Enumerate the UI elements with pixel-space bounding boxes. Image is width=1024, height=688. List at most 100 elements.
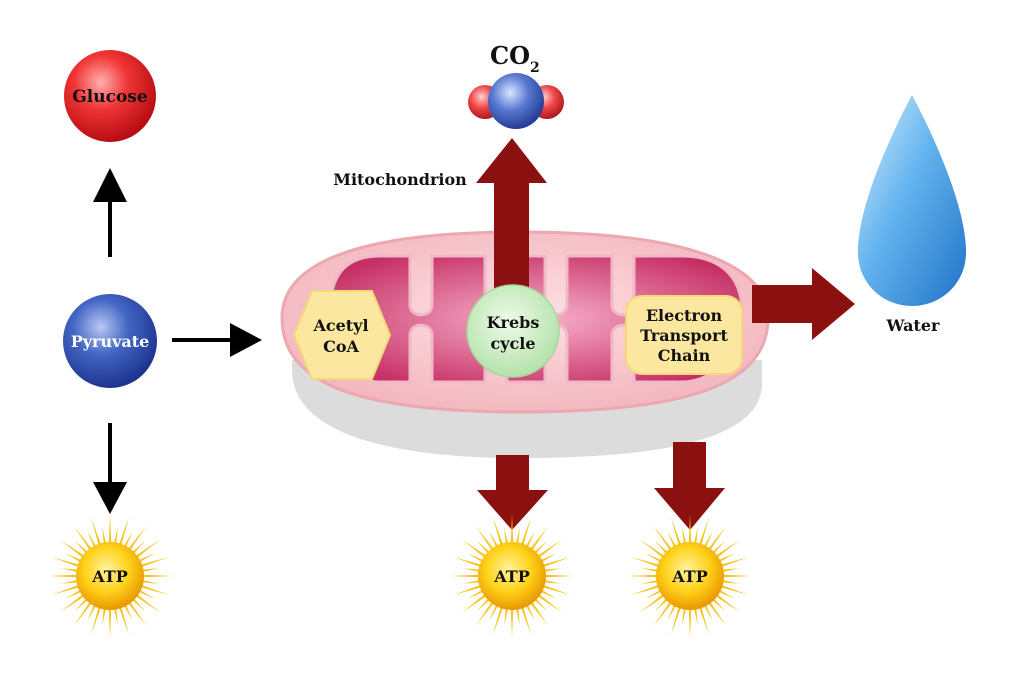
atp-sun-ray (640, 568, 661, 573)
pyruvate-label: Pyruvate (71, 332, 150, 351)
acetyl-coa-node: Acetyl CoA (292, 290, 392, 380)
atp-sun-ray (670, 604, 683, 635)
atp-center-label: ATP (493, 567, 529, 586)
arrow-etc-to-atp-right (654, 442, 725, 530)
atp-sun-ray (524, 531, 535, 550)
atp-sun-ray (48, 574, 81, 578)
atp-sun-ray (645, 588, 664, 599)
atp-sun-ray (628, 574, 661, 578)
atp-sun-ray (713, 592, 741, 613)
atp-sun-ray (653, 525, 674, 553)
glucose-label: Glucose (72, 87, 148, 107)
atp-sun-ray (528, 525, 549, 553)
atp-sun-ray (122, 531, 133, 550)
atp-sun-ray (138, 583, 169, 596)
atp-right-sun (656, 542, 724, 610)
krebs-cycle-label-line1: Krebs (487, 313, 540, 332)
electron-transport-chain-node: Electron Transport Chain (625, 295, 743, 375)
atp-sun-ray (688, 605, 692, 638)
atp-sun-ray (702, 531, 713, 550)
atp-sun-ray (59, 539, 87, 560)
atp-sun-ray (540, 583, 571, 596)
atp-sun-ray (653, 599, 674, 627)
atp-sun-ray (73, 599, 94, 627)
atp-sun-ray (489, 602, 500, 621)
atp-sun-ray (108, 514, 112, 547)
atp-sun-ray (108, 605, 112, 638)
atp-sun-ray (90, 604, 103, 635)
pyruvate-node: Pyruvate (63, 294, 157, 388)
atp-sun-ray (519, 517, 532, 548)
atp-sun-ray (60, 568, 81, 573)
atp-sun-ray (510, 514, 514, 547)
atp-sun-ray (87, 531, 98, 550)
atp-sun-ray (693, 526, 698, 547)
arrow-pyruvate-to-mitochondrion (172, 323, 262, 357)
pyruvate-sphere (63, 294, 157, 388)
arrow-mitochondrion-to-water (752, 268, 855, 340)
co2-carbon (488, 73, 544, 129)
etc-box (625, 295, 743, 375)
atp-sun-ray (113, 526, 118, 547)
atp-sun-ray (688, 514, 692, 547)
atp-sun-ray (719, 579, 740, 584)
atp-sun-ray (453, 583, 484, 596)
atp-sun-ray (450, 574, 483, 578)
atp-sun-ray (519, 604, 532, 635)
co2-label-main: CO (490, 41, 530, 70)
acetyl-coa-hexagon (292, 290, 392, 380)
atp-sun-ray (73, 525, 94, 553)
atp-sun-ray (528, 599, 549, 627)
atp-sun-ray (117, 517, 130, 548)
atp-sun-ray (718, 583, 749, 596)
atp-sun-ray (138, 556, 169, 569)
krebs-cycle-node: Krebs cycle (466, 284, 560, 378)
atp-sun-ray (535, 592, 563, 613)
atp-sun-ray (139, 568, 160, 573)
atp-sun-ray (639, 539, 667, 560)
glucose-node: Glucose (64, 50, 156, 142)
atp-sun-ray (60, 579, 81, 584)
atp-sun-ray (139, 579, 160, 584)
atp-sun-ray (489, 531, 500, 550)
atp-sun-ray (461, 539, 489, 560)
atp-sun-ray (139, 574, 172, 578)
atp-sun-ray (645, 553, 664, 564)
atp-sun-ray (538, 553, 557, 564)
atp-left-sun (76, 542, 144, 610)
atp-sun-ray (716, 588, 735, 599)
atp-sun-ray (697, 517, 710, 548)
atp-sun-ray (504, 526, 509, 547)
atp-sun-ray (667, 531, 678, 550)
etc-label-line3: Chain (658, 346, 711, 365)
atp-sun-ray (467, 588, 486, 599)
etc-label-line1: Electron (646, 306, 723, 325)
atp-sun-ray (136, 553, 155, 564)
arrow-pyruvate-to-atp (93, 423, 127, 514)
atp-sun-ray (640, 579, 661, 584)
atp-sun-ray (639, 592, 667, 613)
atp-center-sun (478, 542, 546, 610)
atp-sun-ray (126, 525, 147, 553)
atp-sun-ray (524, 602, 535, 621)
atp-sun-ray (122, 602, 133, 621)
atp-sun-ray (682, 526, 687, 547)
atp-sun-ray (462, 579, 483, 584)
atp-sun-ray (706, 599, 727, 627)
atp-right-node: ATP (628, 514, 752, 638)
atp-sun-ray (631, 556, 662, 569)
atp-sun-ray (510, 605, 514, 638)
atp-sun-ray (102, 526, 107, 547)
atp-sun-ray (475, 599, 496, 627)
atp-sun-ray (90, 517, 103, 548)
atp-left-rays (48, 514, 172, 638)
atp-sun-ray (670, 517, 683, 548)
atp-sun-ray (492, 604, 505, 635)
atp-sun-ray (51, 556, 82, 569)
atp-sun-ray (113, 605, 118, 626)
atp-sun-ray (133, 539, 161, 560)
atp-sun-ray (65, 553, 84, 564)
acetyl-coa-label-line2: CoA (323, 337, 359, 356)
atp-sun-ray (515, 605, 520, 626)
